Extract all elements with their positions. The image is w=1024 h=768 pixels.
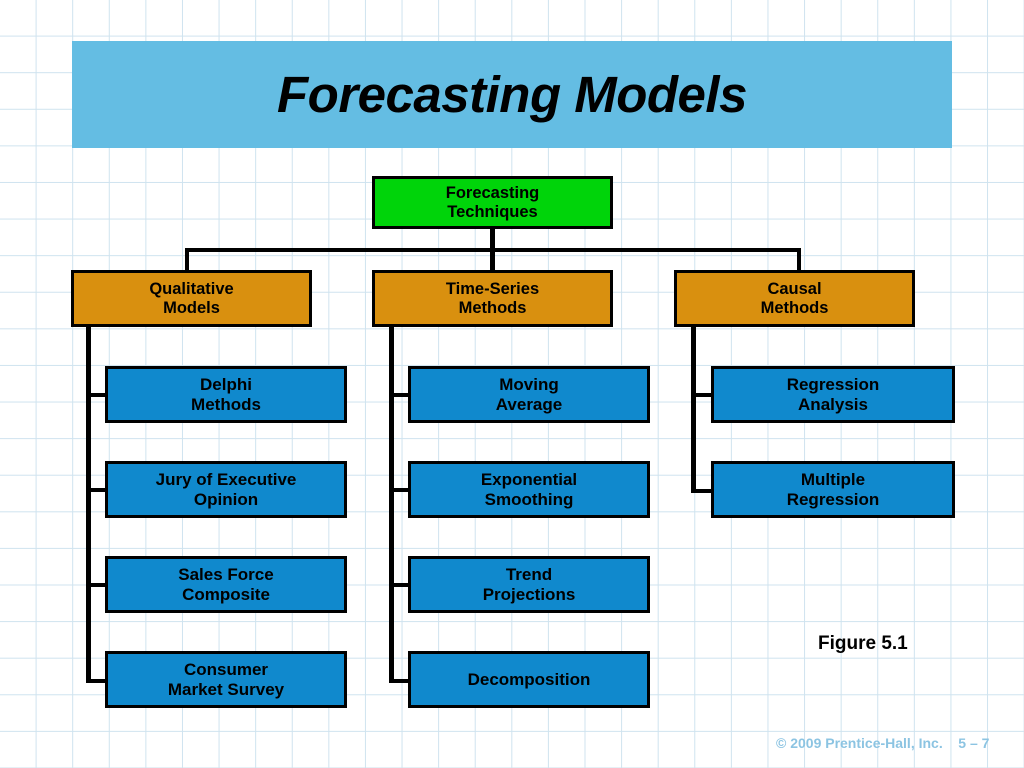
connector-drop-time-series (490, 248, 495, 271)
connector-root-stem (490, 229, 495, 251)
node-label: Moving Average (495, 375, 563, 414)
node-moving-average[interactable]: Moving Average (408, 366, 650, 423)
node-label: Time-Series Methods (445, 280, 540, 317)
node-label: Causal Methods (760, 280, 829, 317)
node-trend-projections[interactable]: Trend Projections (408, 556, 650, 613)
node-label: Jury of Executive Opinion (155, 470, 297, 509)
node-sales-force-composite[interactable]: Sales Force Composite (105, 556, 347, 613)
node-time-series-methods[interactable]: Time-Series Methods (372, 270, 613, 327)
node-label: Exponential Smoothing (480, 470, 578, 509)
node-label: Regression Analysis (786, 375, 880, 414)
node-multiple-regression[interactable]: Multiple Regression (711, 461, 955, 518)
connector-stub-delphi-methods (86, 393, 108, 397)
node-exponential-smoothing[interactable]: Exponential Smoothing (408, 461, 650, 518)
title-banner: Forecasting Models (72, 41, 952, 148)
node-label: Sales Force Composite (178, 565, 274, 604)
node-consumer-market-survey[interactable]: Consumer Market Survey (105, 651, 347, 708)
connector-stub-sales-force-composite (86, 583, 108, 587)
connector-stub-exponential-smoothing (389, 488, 411, 492)
connector-drop-causal (797, 248, 801, 271)
node-label: Consumer Market Survey (167, 660, 285, 699)
node-causal-methods[interactable]: Causal Methods (674, 270, 915, 327)
node-forecasting-techniques[interactable]: Forecasting Techniques (372, 176, 613, 229)
node-delphi-methods[interactable]: Delphi Methods (105, 366, 347, 423)
connector-stub-regression-analysis (691, 393, 713, 397)
connector-stub-multiple-regression (691, 489, 713, 493)
connector-trunk-causal (691, 327, 696, 493)
node-label: Trend Projections (482, 565, 576, 604)
node-label: Qualitative Models (149, 280, 234, 317)
node-qualitative-models[interactable]: Qualitative Models (71, 270, 312, 327)
node-jury-of-executive-opinion[interactable]: Jury of Executive Opinion (105, 461, 347, 518)
connector-drop-qualitative (185, 248, 189, 271)
connector-trunk-qualitative (86, 327, 91, 683)
node-label: Forecasting Techniques (445, 184, 540, 221)
figure-caption: Figure 5.1 (818, 633, 908, 654)
connector-stub-trend-projections (389, 583, 411, 587)
connector-stub-moving-average (389, 393, 411, 397)
node-decomposition[interactable]: Decomposition (408, 651, 650, 708)
page-title: Forecasting Models (277, 66, 747, 123)
connector-stub-decomposition (389, 679, 411, 683)
connector-stub-jury-of-executive-opinion (86, 488, 108, 492)
connector-stub-consumer-market-survey (86, 679, 108, 683)
node-regression-analysis[interactable]: Regression Analysis (711, 366, 955, 423)
copyright-footer: © 2009 Prentice-Hall, Inc. 5 – 7 (776, 735, 990, 751)
node-label: Delphi Methods (191, 375, 261, 414)
connector-trunk-time-series (389, 327, 394, 683)
node-label: Multiple Regression (786, 470, 880, 509)
node-label: Decomposition (467, 669, 591, 689)
